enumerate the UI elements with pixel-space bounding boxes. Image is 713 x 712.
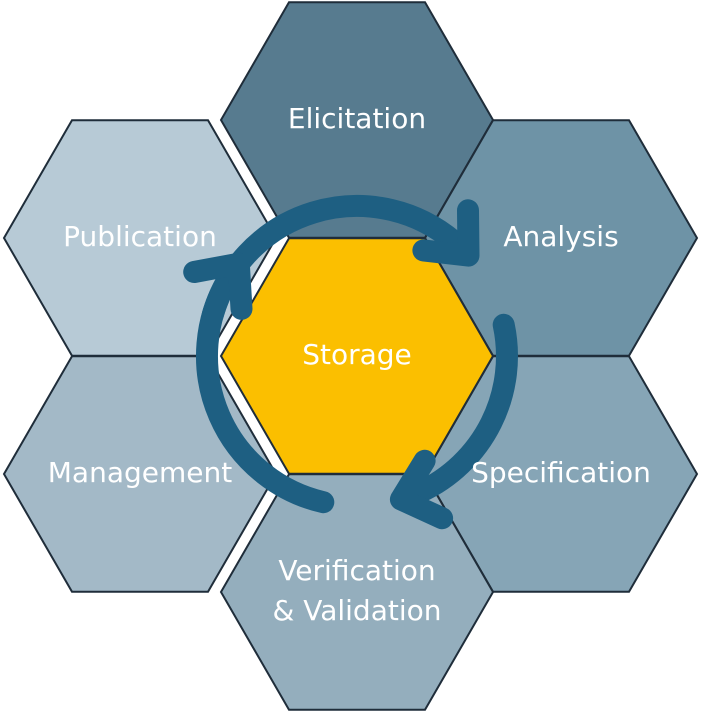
cycle-arrows (183, 195, 518, 530)
label-storage: Storage (302, 338, 412, 371)
label-verification-line-2: & Validation (273, 594, 442, 627)
label-publication: Publication (63, 220, 217, 253)
cycle-arrow-right (389, 313, 518, 530)
label-verification-line-1: Verification (278, 554, 435, 587)
label-specification: Specification (471, 456, 651, 489)
label-elicitation: Elicitation (288, 102, 426, 135)
label-analysis: Analysis (503, 220, 618, 253)
cycle-arrow-bottom (183, 252, 335, 514)
label-management: Management (48, 456, 232, 489)
